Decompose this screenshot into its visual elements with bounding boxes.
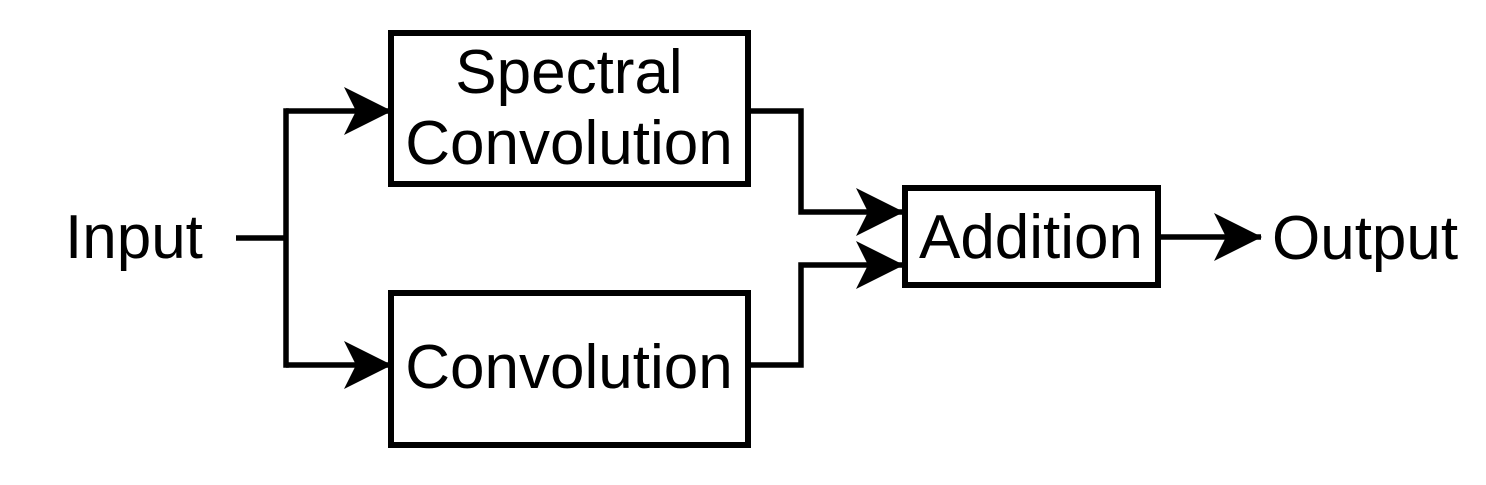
spectral-convolution-box xyxy=(388,30,751,187)
addition-box xyxy=(902,185,1161,288)
spectral-convolution-label-line1: Spectral xyxy=(455,38,682,107)
connector-spectral-to-addition xyxy=(748,108,904,236)
convolution-label: Convolution xyxy=(405,333,732,402)
convolution-box xyxy=(388,290,751,448)
addition-label: Addition xyxy=(919,203,1143,272)
connector-convolution-to-addition xyxy=(748,241,904,368)
input-label: Input xyxy=(65,203,203,272)
output-label: Output xyxy=(1272,204,1458,273)
spectral-convolution-label-line2: Convolution xyxy=(405,109,732,178)
